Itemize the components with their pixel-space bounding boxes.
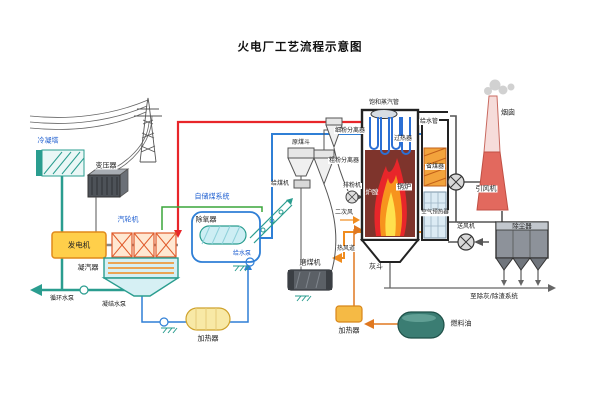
condenser-vessel [101, 257, 181, 297]
chimney-stack [476, 95, 509, 211]
fuel-oil-tank [397, 311, 445, 339]
ash-removal-line [384, 262, 556, 292]
label-secondary-air: 二次风 [333, 209, 355, 216]
label-powder-exhaust-fan: 排粉机 [341, 182, 363, 189]
label-raw-coal-hopper: 原煤斗 [290, 139, 312, 146]
label-dust-collector: 除尘器 [512, 221, 532, 230]
label-condenser: 凝汽器 [76, 263, 100, 272]
label-circulating-pump: 循环水泵 [48, 295, 76, 302]
label-coal-storage: 自储煤系统 [194, 192, 230, 201]
label-coal-feeder: 给煤机 [269, 180, 291, 187]
lp-heater-tank [185, 307, 231, 331]
label-boiler: 锅炉 [396, 182, 412, 191]
transmission-tower-icon [134, 97, 162, 163]
dust-collector-box [495, 221, 549, 271]
label-coal-mill: 磨煤机 [298, 258, 322, 267]
smoke-puffs [484, 79, 515, 95]
economizer-preheater-column [421, 119, 449, 241]
label-oil-heater: 加热器 [338, 326, 360, 335]
label-cooling-tower: 冷凝塔 [37, 136, 59, 145]
coal-mill-drum [287, 269, 333, 291]
label-turbine: 汽轮机 [116, 215, 140, 224]
label-coarse-separator: 粗粉分离器 [327, 157, 361, 164]
label-fuel-oil: 燃料油 [450, 319, 472, 328]
forced-draft-fan-icon [457, 233, 475, 251]
label-induced-draft-fan: 引风机 [474, 184, 498, 193]
flue-gas-ducts [418, 111, 503, 246]
label-forced-draft-fan: 送风机 [455, 223, 477, 230]
label-air-preheater: 空气预热器 [420, 209, 450, 216]
transformer-box [86, 165, 130, 232]
label-transformer: 变压器 [94, 161, 118, 170]
turbine-stages [111, 232, 177, 258]
raw-coal-hopper-shape [287, 147, 315, 189]
label-generator: 发电机 [67, 240, 91, 250]
label-ash-hopper: 灰斗 [368, 262, 384, 271]
label-superheater: 过热器 [392, 135, 414, 142]
label-furnace: 炉膛 [365, 187, 379, 196]
label-fine-separator: 细粉分离器 [333, 127, 367, 134]
induced-draft-fan-icon [447, 173, 465, 191]
label-hot-air-duct: 热风道 [335, 245, 357, 252]
label-lp-heater: 加热器 [197, 334, 219, 343]
page-title: 火电厂工艺流程示意图 [237, 39, 363, 54]
label-deaerator: 除氧器 [194, 215, 218, 224]
label-saturated-steam-pipe: 饱和蒸汽管 [367, 99, 401, 106]
cooling-tower-pond [36, 149, 85, 177]
deaerator-tank [191, 211, 261, 263]
boiler-body [359, 108, 421, 263]
extraction-steam-pipe [161, 206, 263, 230]
label-chimney: 烟囱 [500, 108, 516, 117]
label-condensate-pump: 凝结水泵 [100, 301, 128, 308]
label-feedwater-pipe: 给水管 [418, 118, 440, 125]
power-lines [29, 99, 153, 175]
ground-symbols [161, 265, 312, 334]
label-ash-removal-system: 至除灰/除渣系统 [469, 291, 519, 300]
label-economizer: 省煤器 [424, 163, 446, 170]
label-feed-pump: 给水泵 [231, 250, 253, 257]
fuel-oil-pipes [353, 225, 398, 329]
main-steam-pipe [174, 120, 362, 238]
oil-heater-box [335, 305, 363, 323]
coal-conveyor [249, 198, 293, 244]
